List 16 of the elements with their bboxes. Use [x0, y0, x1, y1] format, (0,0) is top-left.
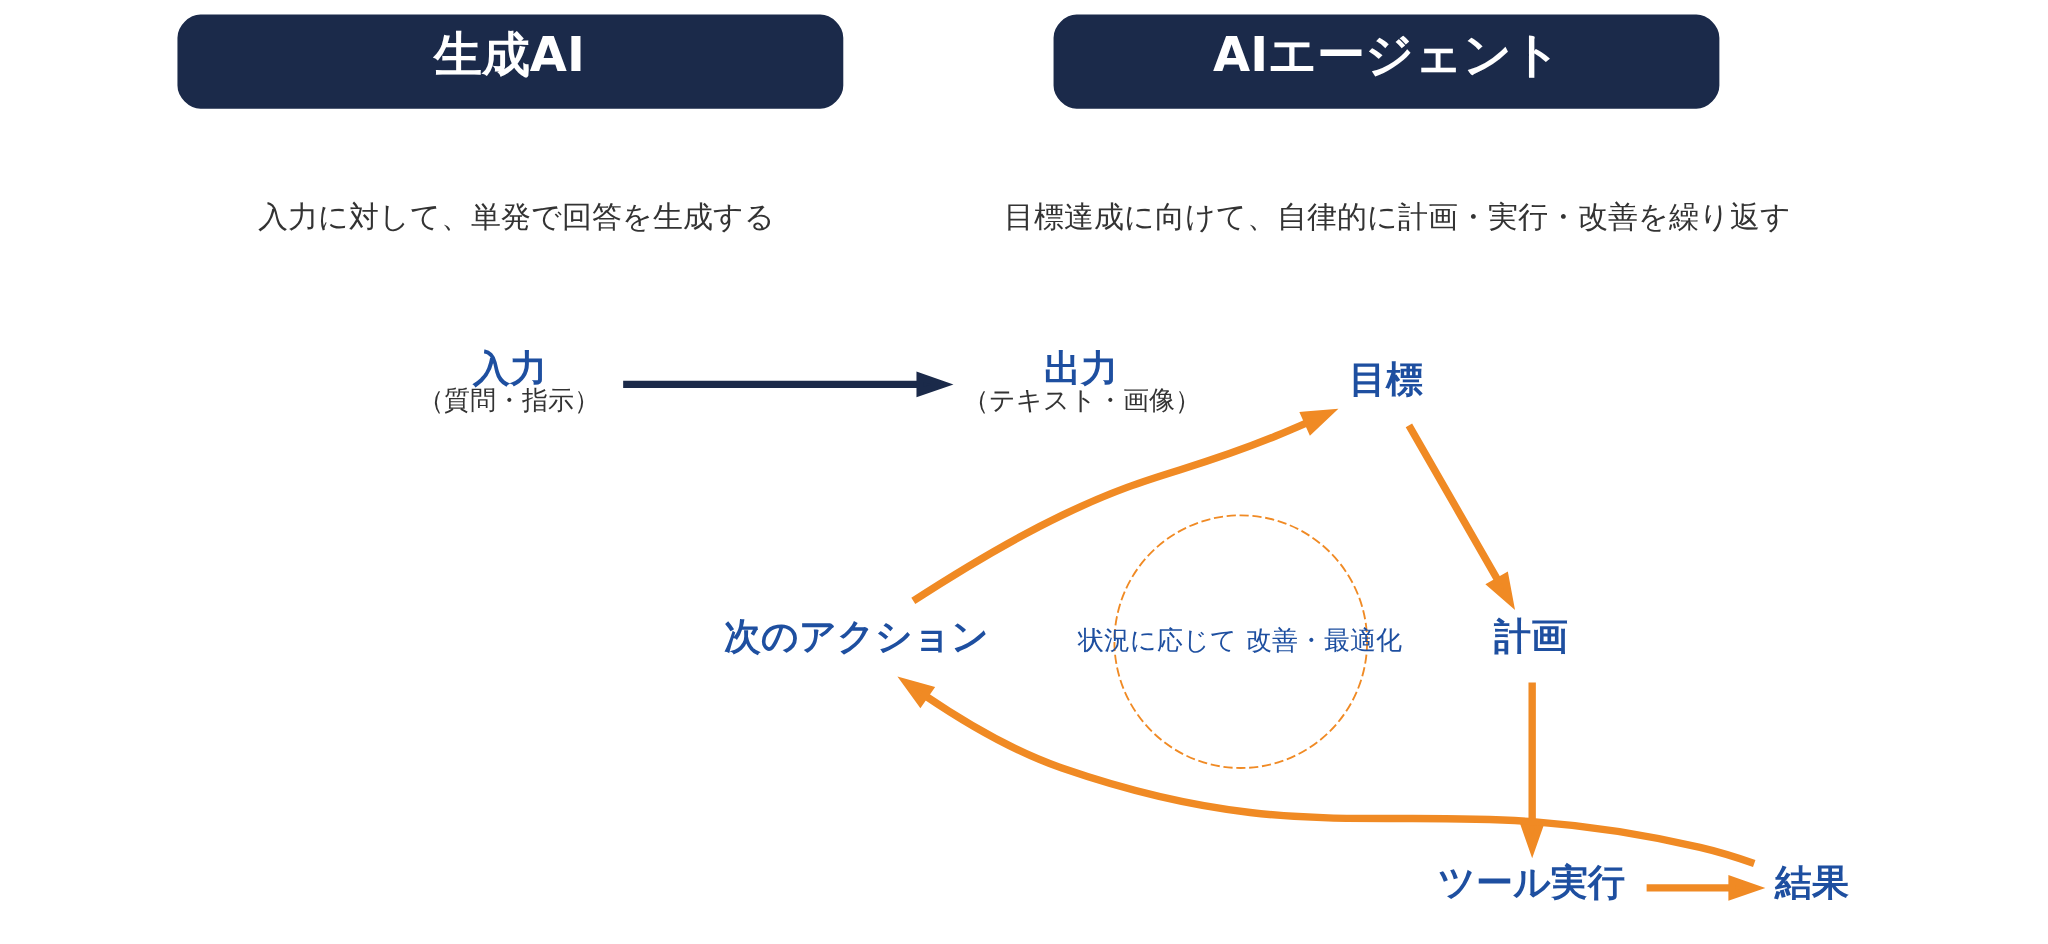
node-box: 生成AI — [176, 14, 843, 109]
label: 入力に対して、単発で回答を生成する — [257, 200, 775, 235]
arrow — [622, 371, 953, 398]
node-text: 次のアクション — [723, 615, 989, 659]
node-box: AIエージェント — [1053, 14, 1719, 109]
node-text: 結果 — [1774, 861, 1849, 905]
label: 目標達成に向けて、自律的に計画・実行・改善を繰り返す — [1003, 200, 1791, 235]
node-text: ツール実行 — [1437, 861, 1625, 905]
node-text: 計画 — [1493, 615, 1568, 659]
arrow — [896, 676, 1755, 867]
node-text: 出力 （テキスト・画像） — [962, 346, 1201, 415]
node-text: 入力 （質問・指示） — [417, 346, 600, 415]
arrow — [910, 408, 1338, 604]
arrow — [1405, 423, 1515, 611]
node-text: 目標 — [1348, 357, 1423, 401]
node-label: 状況に応じて 改善・最適化 — [1077, 624, 1402, 655]
